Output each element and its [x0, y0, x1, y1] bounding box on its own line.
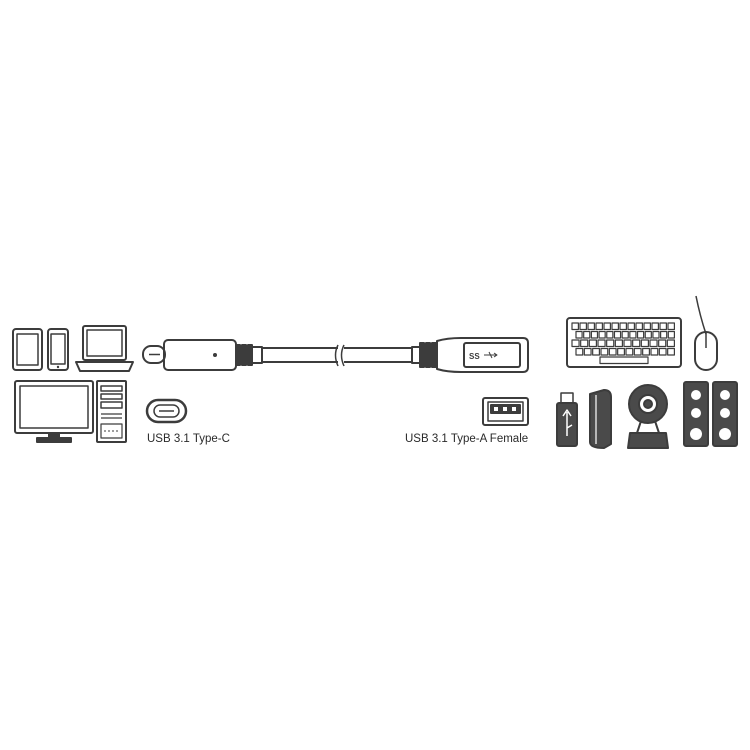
speakers-icon — [683, 381, 738, 447]
keyboard-key — [587, 322, 596, 331]
keyboard-key — [652, 330, 660, 339]
keyboard-key — [667, 322, 676, 331]
keyboard-key — [619, 322, 628, 331]
svg-text:SS: SS — [469, 352, 480, 361]
usb-c-label: USB 3.1 Type-C — [147, 433, 230, 445]
keyboard-key — [571, 339, 580, 348]
keyboard-key — [611, 322, 620, 331]
keyboard-key — [595, 322, 604, 331]
keyboard-key — [575, 330, 583, 339]
keyboard-key — [644, 330, 652, 339]
keyboard-key — [667, 347, 676, 356]
keyboard-key — [606, 339, 615, 348]
keyboard-key — [640, 339, 649, 348]
keyboard-key — [633, 347, 642, 356]
laptop-icon — [75, 325, 134, 372]
keyboard-key — [608, 347, 617, 356]
keyboard-key — [666, 339, 675, 348]
keyboard-key — [632, 339, 641, 348]
usb-c-port-icon — [145, 398, 188, 424]
keyboard-key — [571, 322, 580, 331]
usb-a-port-icon — [482, 397, 529, 426]
cable-wire — [262, 344, 412, 367]
webcam-icon — [627, 384, 669, 449]
keyboard-key — [629, 330, 637, 339]
usb-stick-icon — [556, 392, 578, 447]
keyboard-key — [667, 330, 675, 339]
keyboard-key — [623, 339, 632, 348]
keyboard-key — [580, 339, 589, 348]
external-hdd-icon — [589, 389, 612, 449]
keyboard-key — [636, 330, 645, 339]
keyboard-key — [590, 330, 599, 339]
keyboard-key — [613, 330, 622, 339]
usb-a-female-label: USB 3.1 Type-A Female — [405, 433, 529, 445]
keyboard-key — [621, 330, 629, 339]
keyboard-key — [642, 347, 651, 356]
usb-c-plug-icon — [142, 339, 263, 371]
usb-a-female-socket-icon: SS — [411, 337, 529, 373]
keyboard-key — [643, 322, 652, 331]
keyboard-icon — [566, 317, 682, 368]
tablet-icon — [12, 328, 43, 371]
keyboard-key — [603, 322, 612, 331]
phone-icon — [47, 328, 69, 371]
keyboard-key — [575, 347, 584, 356]
keyboard-key — [659, 322, 668, 331]
keyboard-key — [649, 339, 658, 348]
keyboard-key — [598, 330, 606, 339]
keyboard-key — [583, 330, 591, 339]
mouse-icon — [694, 295, 718, 371]
keyboard-key — [588, 339, 597, 348]
keyboard-spacebar — [599, 356, 649, 365]
keyboard-key — [614, 339, 623, 348]
keyboard-key — [592, 347, 601, 356]
keyboard-key — [658, 339, 667, 348]
keyboard-key — [658, 347, 667, 356]
keyboard-key — [583, 347, 592, 356]
keyboard-key — [597, 339, 606, 348]
keyboard-key — [660, 330, 668, 339]
keyboard-key — [579, 322, 588, 331]
keyboard-key — [606, 330, 614, 339]
keyboard-key — [625, 347, 634, 356]
keyboard-key — [627, 322, 636, 331]
keyboard-key — [650, 347, 659, 356]
desktop-tower-icon — [96, 380, 127, 443]
keyboard-key — [635, 322, 644, 331]
monitor-icon — [14, 380, 94, 443]
keyboard-key — [617, 347, 626, 356]
keyboard-key — [651, 322, 660, 331]
keyboard-key — [600, 347, 609, 356]
